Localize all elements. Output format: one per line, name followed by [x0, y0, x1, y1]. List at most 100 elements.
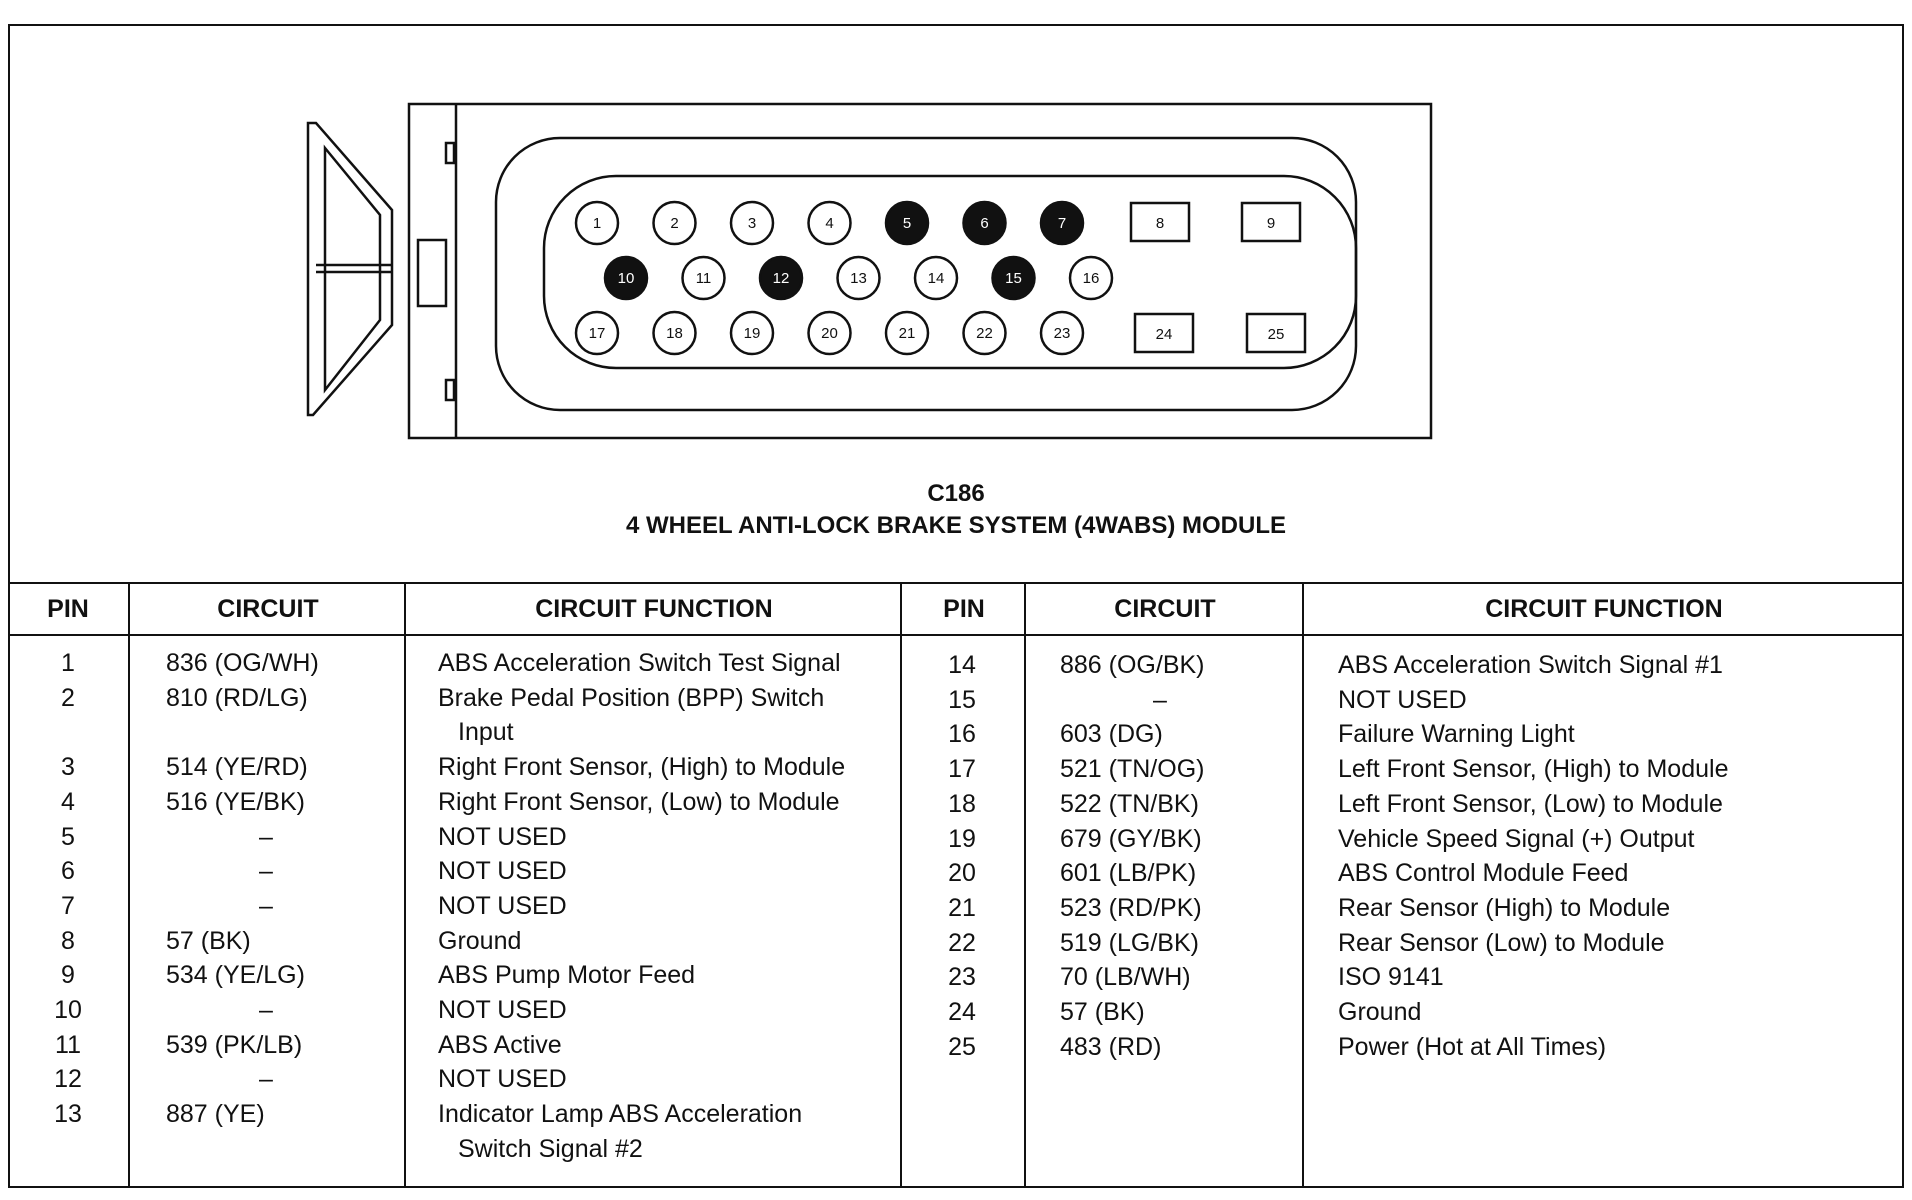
pin-cavity-10: 10 [603, 255, 649, 301]
cell-function: Right Front Sensor, (High) to Module [438, 753, 846, 782]
pin-cavity-17: 17 [574, 310, 620, 356]
pin-number: 12 [773, 270, 790, 287]
pin-circle [884, 200, 930, 246]
pin-circle [729, 310, 775, 356]
cell-function2: Switch Signal #2 [458, 1134, 643, 1163]
header-function-left: CIRCUIT FUNCTION [535, 595, 773, 623]
pin-number: 18 [666, 325, 683, 342]
cell-function: NOT USED [438, 822, 567, 851]
header-circuit-right: CIRCUIT [1114, 595, 1216, 623]
cell-circuit: – [1153, 685, 1167, 714]
cell-pin: 17 [948, 755, 976, 784]
pin-square [1133, 312, 1195, 354]
cell-pin: 1 [61, 649, 75, 677]
header-pin-left: PIN [47, 595, 89, 623]
pin-circle [603, 255, 649, 301]
cell-circuit: 539 (PK/LB) [166, 1030, 303, 1059]
cell-function: NOT USED [438, 891, 567, 920]
col-function-left: CIRCUIT FUNCTION [404, 584, 902, 1188]
pin-number: 23 [1054, 325, 1071, 342]
cell-pin: 11 [55, 1030, 81, 1059]
cell-circuit: 523 (RD/PK) [1060, 893, 1202, 922]
col-pin-left: PIN [8, 584, 128, 1188]
pin-number: 5 [903, 215, 911, 232]
cell-circuit: 514 (YE/RD) [166, 753, 308, 782]
col-function-right: CIRCUIT FUNCTION [1302, 584, 1904, 1188]
cell-function: ABS Active [438, 1030, 562, 1059]
header-function-right: CIRCUIT FUNCTION [1485, 595, 1723, 623]
cell-function: Power (Hot at All Times) [1338, 1032, 1607, 1061]
pin-number: 11 [696, 270, 712, 287]
cell-circuit: 534 (YE/LG) [166, 961, 305, 990]
cell-function: NOT USED [438, 1065, 567, 1094]
diagram-frame [8, 24, 1904, 1188]
pin-number: 15 [1005, 270, 1022, 287]
cell-circuit: 483 (RD) [1060, 1032, 1162, 1061]
cell-function: Ground [438, 926, 522, 955]
pin-circle [991, 255, 1036, 301]
cell-pin: 5 [61, 822, 75, 851]
cell-function: Ground [1338, 998, 1422, 1026]
cell-circuit: 810 (RD/LG) [166, 683, 308, 712]
connector-housing [407, 102, 1433, 440]
pin-number: 7 [1058, 215, 1066, 232]
pin-number: 14 [928, 270, 945, 287]
pin-cavity-8: 8 [1129, 201, 1191, 243]
pin-square [1245, 312, 1307, 354]
cell-pin: 3 [61, 753, 75, 782]
col-pin-right: PIN [900, 584, 1026, 1188]
pin-circle [729, 200, 775, 246]
cell-circuit: 603 (DG) [1060, 720, 1163, 749]
cell-function: Right Front Sensor, (Low) to Module [438, 787, 840, 816]
pin-cavity-23: 23 [1039, 310, 1085, 356]
pin-number: 17 [589, 325, 606, 342]
pin-circle [681, 255, 726, 301]
pin-cavity-21: 21 [884, 310, 930, 356]
cell-function: Left Front Sensor, (High) to Module [1338, 755, 1729, 784]
pin-cavity-2: 2 [652, 200, 697, 246]
cell-pin: 9 [61, 961, 75, 990]
cell-function: ABS Pump Motor Feed [438, 961, 696, 990]
pin-circle [807, 200, 852, 246]
cell-pin: 14 [948, 651, 976, 679]
cell-circuit: 521 (TN/OG) [1060, 755, 1205, 784]
cell-pin: 21 [948, 893, 976, 922]
cell-pin: 8 [61, 926, 75, 955]
cell-function: NOT USED [438, 996, 567, 1024]
pin-number: 6 [980, 215, 988, 232]
pin-number: 3 [748, 215, 756, 232]
cell-pin: 19 [948, 824, 976, 853]
pin-number: 21 [899, 325, 916, 342]
cell-pin: 15 [948, 685, 976, 714]
cell-circuit: – [259, 822, 273, 851]
pin-number: 1 [593, 215, 601, 232]
cell-function: ABS Acceleration Switch Signal #1 [1338, 651, 1723, 679]
pin-square [1129, 201, 1191, 243]
header-rule [8, 634, 1904, 636]
connector-latch [306, 121, 448, 417]
pin-circle [962, 310, 1007, 356]
cell-function: Left Front Sensor, (Low) to Module [1338, 789, 1723, 818]
pin-number: 10 [618, 270, 635, 287]
pin-cavity-3: 3 [729, 200, 775, 246]
cell-function: Vehicle Speed Signal (+) Output [1338, 824, 1695, 853]
connector-title-block: C186 4 WHEEL ANTI-LOCK BRAKE SYSTEM (4WA… [0, 478, 1912, 542]
pin-cavity-18: 18 [652, 310, 697, 356]
cell-pin: 23 [948, 963, 976, 992]
pin-cavity-7: 7 [1039, 200, 1085, 246]
pin-cavity-19: 19 [729, 310, 775, 356]
pin-cavity-1: 1 [574, 200, 620, 246]
pin-circle [1039, 200, 1085, 246]
cell-function2: Input [458, 718, 514, 747]
cell-circuit: 57 (BK) [1060, 998, 1145, 1026]
cell-circuit: 887 (YE) [166, 1100, 265, 1129]
pin-number: 24 [1156, 326, 1173, 343]
pin-circle [652, 310, 697, 356]
pin-circle [1039, 310, 1085, 356]
pin-cavity-16: 16 [1068, 255, 1114, 301]
cell-circuit: 70 (LB/WH) [1060, 963, 1191, 992]
connector-name: 4 WHEEL ANTI-LOCK BRAKE SYSTEM (4WABS) M… [625, 512, 1286, 539]
cell-function: Brake Pedal Position (BPP) Switch [438, 683, 825, 712]
cell-pin: 16 [948, 720, 976, 749]
